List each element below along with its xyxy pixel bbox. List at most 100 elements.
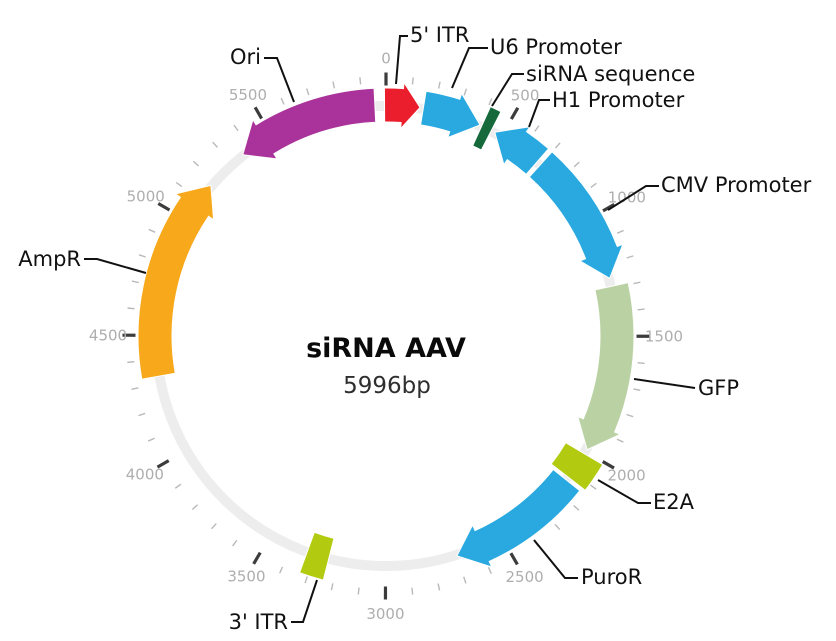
leader-gfp [633, 378, 696, 389]
major-tick [509, 107, 520, 120]
minor-tick [127, 360, 135, 364]
feature-3-itr [298, 531, 335, 581]
minor-tick [463, 576, 467, 584]
leader-cmv-promoter [607, 185, 659, 211]
tick-label-500: 500 [511, 87, 540, 105]
minor-tick [463, 88, 468, 96]
minor-tick [637, 308, 645, 311]
tick-label-3500: 3500 [227, 568, 265, 586]
minor-tick [626, 255, 634, 259]
minor-tick [357, 587, 360, 595]
minor-tick [211, 523, 217, 530]
minor-tick [305, 88, 310, 96]
minor-tick [633, 388, 641, 392]
feature-h1-promoter [494, 126, 550, 176]
leader-h1-promoter [528, 99, 550, 128]
minor-tick [573, 161, 580, 168]
major-tick [602, 203, 616, 213]
tick-label-2500: 2500 [505, 568, 543, 586]
feature-label-h1-promoter: H1 Promoter [552, 88, 685, 112]
plasmid-title: siRNA AAV [306, 333, 466, 364]
plasmid-length: 5996bp [343, 373, 431, 399]
tick-label-2000: 2000 [607, 467, 645, 485]
minor-tick [131, 387, 139, 390]
feature-label-sirna-sequence: siRNA sequence [526, 62, 695, 86]
leader-puror [533, 539, 578, 579]
minor-tick [411, 587, 414, 595]
minor-tick [175, 181, 183, 188]
minor-tick [332, 81, 336, 89]
minor-tick [174, 483, 182, 489]
feature-sirna-sequence [471, 106, 502, 151]
leader-ampr [84, 258, 147, 274]
tick-label-3000: 3000 [366, 605, 404, 623]
minor-tick [280, 97, 285, 105]
minor-tick [192, 160, 200, 167]
major-tick [253, 106, 263, 120]
leader-sirna-sequence [491, 73, 524, 107]
minor-tick [590, 484, 597, 490]
major-tick [509, 552, 519, 566]
major-tick [601, 460, 615, 470]
minor-tick [616, 438, 624, 443]
minor-tick [487, 567, 492, 574]
minor-tick [411, 77, 414, 85]
feature-u6-promoter [420, 90, 481, 139]
minor-tick [191, 504, 199, 510]
minor-tick [304, 576, 308, 584]
tick-label-1500: 1500 [645, 328, 683, 346]
major-tick [157, 202, 171, 212]
leader-ori [264, 57, 295, 103]
leader-u6-promoter [451, 47, 488, 89]
minor-tick [279, 566, 284, 574]
minor-tick [437, 583, 441, 591]
feature-label-5-itr: 5' ITR [410, 23, 469, 47]
feature-label-puror: PuroR [581, 565, 642, 589]
leader-5-itr [395, 35, 408, 85]
leader-3-itr [291, 579, 318, 623]
feature-label-3-itr: 3' ITR [229, 610, 288, 634]
minor-tick [147, 437, 155, 442]
feature-label-cmv-promoter: CMV Promoter [661, 173, 812, 197]
minor-tick [554, 142, 561, 149]
minor-tick [138, 254, 146, 258]
minor-tick [616, 229, 624, 234]
minor-tick [488, 98, 493, 106]
minor-tick [437, 81, 441, 89]
feature-label-u6-promoter: U6 Promoter [490, 35, 622, 59]
minor-tick [359, 77, 362, 85]
minor-tick [212, 141, 218, 148]
minor-tick [633, 281, 641, 285]
tick-label-0: 0 [381, 49, 391, 67]
minor-tick [554, 523, 561, 530]
feature-5-itr [383, 81, 421, 130]
feature-gfp [577, 282, 635, 451]
feature-ori [242, 87, 377, 160]
minor-tick [590, 182, 597, 188]
feature-label-e2a: E2A [653, 490, 695, 514]
feature-puror [456, 468, 581, 568]
minor-tick [626, 413, 634, 418]
feature-ampr [137, 184, 215, 380]
minor-tick [637, 362, 645, 365]
minor-tick [131, 280, 139, 284]
major-tick [252, 551, 262, 565]
minor-tick [573, 505, 580, 511]
feature-label-ori: Ori [230, 45, 261, 69]
leader-e2a [597, 479, 651, 504]
minor-tick [148, 228, 156, 233]
feature-e2a [550, 441, 604, 492]
minor-tick [232, 539, 238, 547]
tick-label-5000: 5000 [127, 187, 165, 205]
tick-label-4500: 4500 [89, 326, 127, 344]
feature-label-ampr: AmpR [18, 247, 81, 271]
feature-cmv-promoter [528, 151, 624, 280]
feature-label-gfp: GFP [698, 376, 739, 400]
tick-label-5500: 5500 [229, 86, 267, 104]
major-tick [156, 459, 170, 469]
minor-tick [138, 412, 146, 417]
minor-tick [534, 125, 540, 132]
minor-tick [233, 124, 239, 132]
